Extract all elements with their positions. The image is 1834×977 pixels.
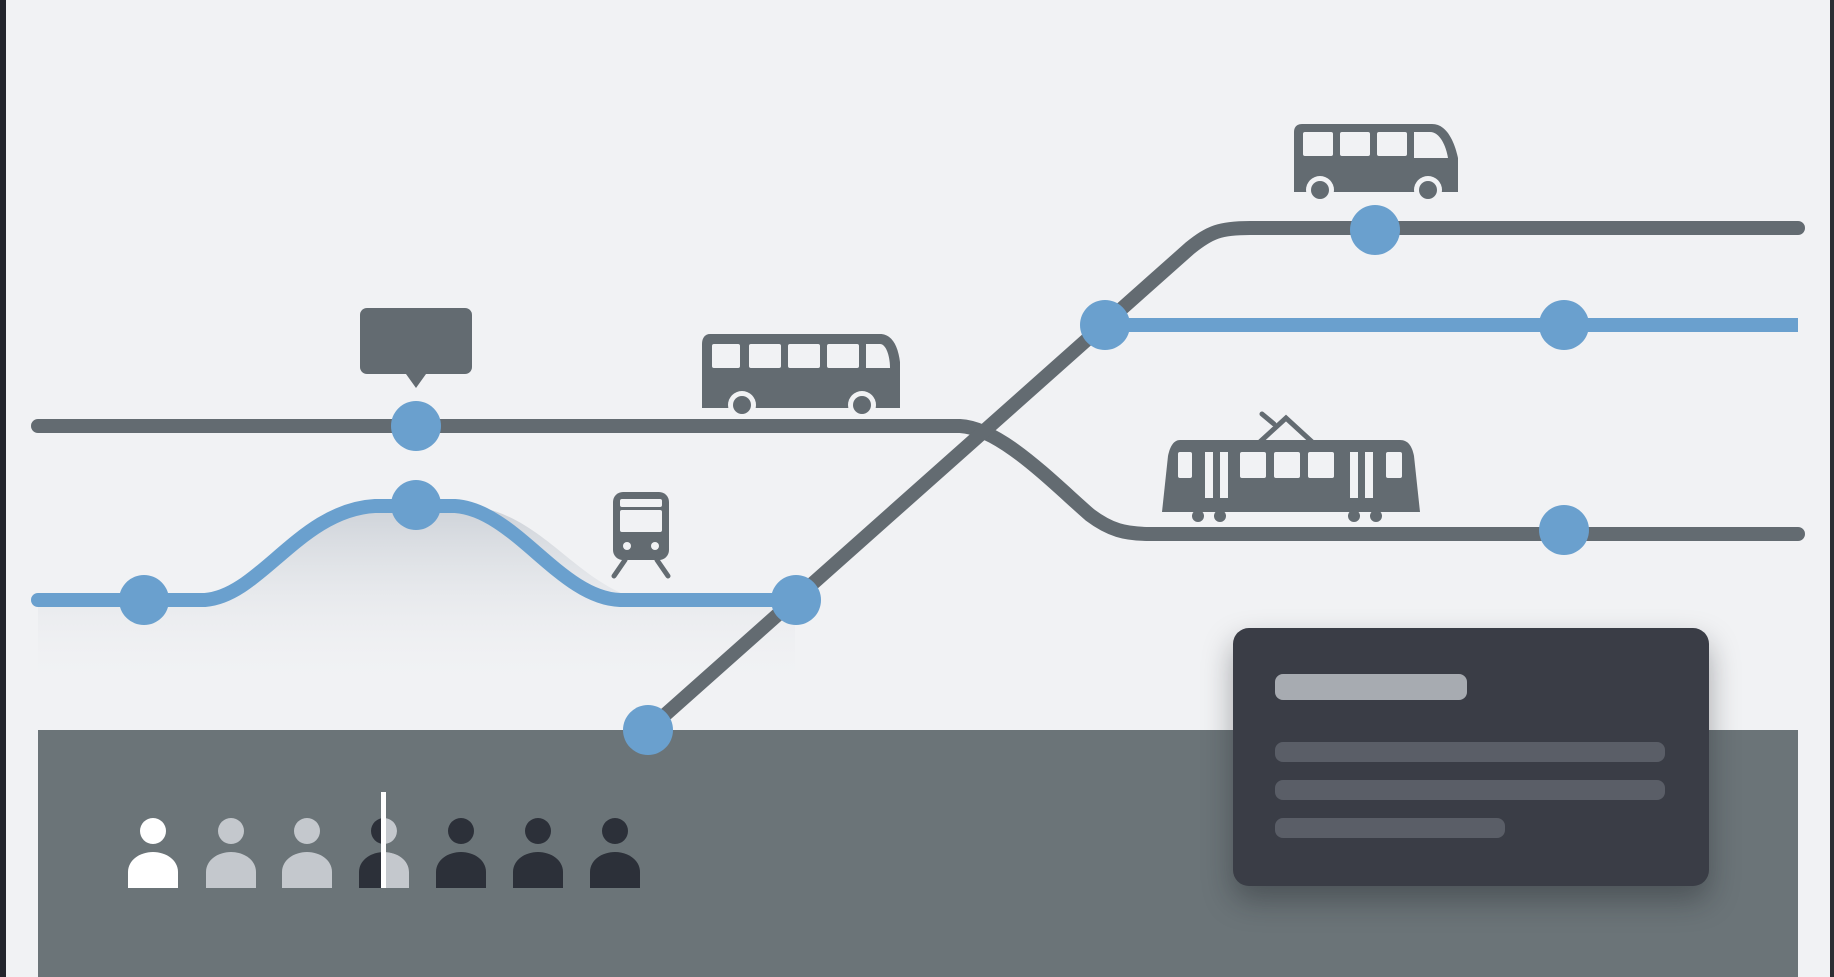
person-icon-dark [590, 818, 640, 888]
train-icon [611, 492, 671, 579]
blue-lower-line [31, 499, 803, 607]
person-icon-white [128, 818, 178, 888]
person-icon-half [359, 792, 409, 888]
station-node[interactable] [1539, 505, 1589, 555]
gray-diagonal-line [641, 221, 1805, 737]
gray-upper-line [31, 419, 1805, 541]
panel-text-placeholder [1275, 818, 1505, 838]
bus-icon [702, 334, 900, 419]
right-frame-edge [1830, 0, 1834, 977]
panel-text-placeholder [1275, 780, 1665, 800]
people-row [128, 792, 640, 888]
station-node[interactable] [119, 575, 169, 625]
station-node[interactable] [1080, 300, 1130, 350]
station-node[interactable] [1539, 300, 1589, 350]
panel-text-placeholder [1275, 742, 1665, 762]
station-node[interactable] [771, 575, 821, 625]
station-node[interactable] [623, 705, 673, 755]
panel-title-placeholder [1275, 674, 1467, 700]
left-frame-edge [0, 0, 6, 977]
station-node[interactable] [1350, 205, 1400, 255]
person-icon-light [206, 818, 256, 888]
person-icon-light [282, 818, 332, 888]
station-node[interactable] [391, 480, 441, 530]
person-icon-dark [436, 818, 486, 888]
station-node[interactable] [391, 401, 441, 451]
person-icon-dark [513, 818, 563, 888]
bus-icon [1294, 124, 1458, 204]
tram-icon [1162, 411, 1420, 522]
hill-shadow [38, 505, 795, 690]
speech-bubble-icon [360, 308, 472, 388]
info-panel[interactable] [1233, 628, 1709, 886]
